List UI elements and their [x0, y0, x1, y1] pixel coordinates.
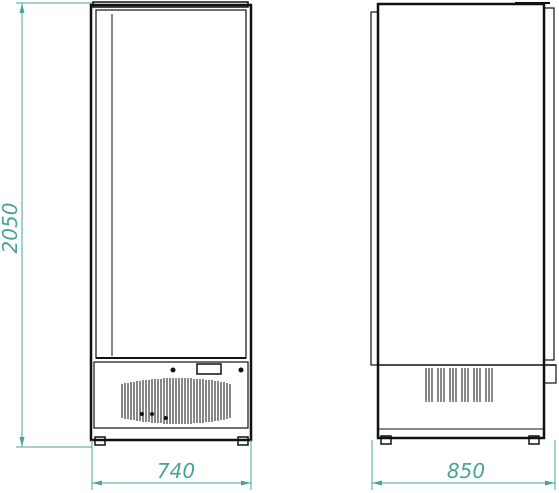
width-dimension-label: 740: [157, 459, 195, 483]
dimension-lines: [16, 2, 556, 490]
depth-arrow-left: [372, 480, 382, 486]
depth-arrow-right: [545, 480, 555, 486]
side-cabinet-outline: [376, 2, 546, 440]
fastener-right: [238, 367, 244, 373]
side-foot-right: [528, 435, 540, 445]
height-arrow-top: [19, 3, 25, 13]
side-foot-left: [380, 435, 392, 445]
control-box: [196, 363, 222, 375]
side-rear-base: [543, 364, 557, 384]
front-vent-grille: [121, 378, 231, 424]
width-arrow-right: [241, 480, 251, 486]
front-door: [95, 9, 247, 359]
side-vent-slots: [425, 368, 493, 402]
grille-screw: [164, 416, 168, 420]
front-foot-left: [94, 436, 106, 446]
side-rear-profile: [543, 7, 555, 361]
grille-screw: [150, 412, 154, 416]
front-cabinet-outline: [89, 3, 253, 442]
height-arrow-bottom: [19, 437, 25, 447]
compressor-compartment: [93, 361, 249, 429]
front-view: [89, 1, 253, 446]
side-base-panel: [377, 364, 545, 430]
front-foot-right: [237, 436, 249, 446]
fastener-left: [170, 367, 176, 373]
height-dimension-label: 2050: [0, 203, 22, 254]
grille-screw: [140, 412, 144, 416]
depth-dimension-label: 850: [447, 459, 485, 483]
width-arrow-left: [92, 480, 102, 486]
side-view: [370, 2, 557, 445]
